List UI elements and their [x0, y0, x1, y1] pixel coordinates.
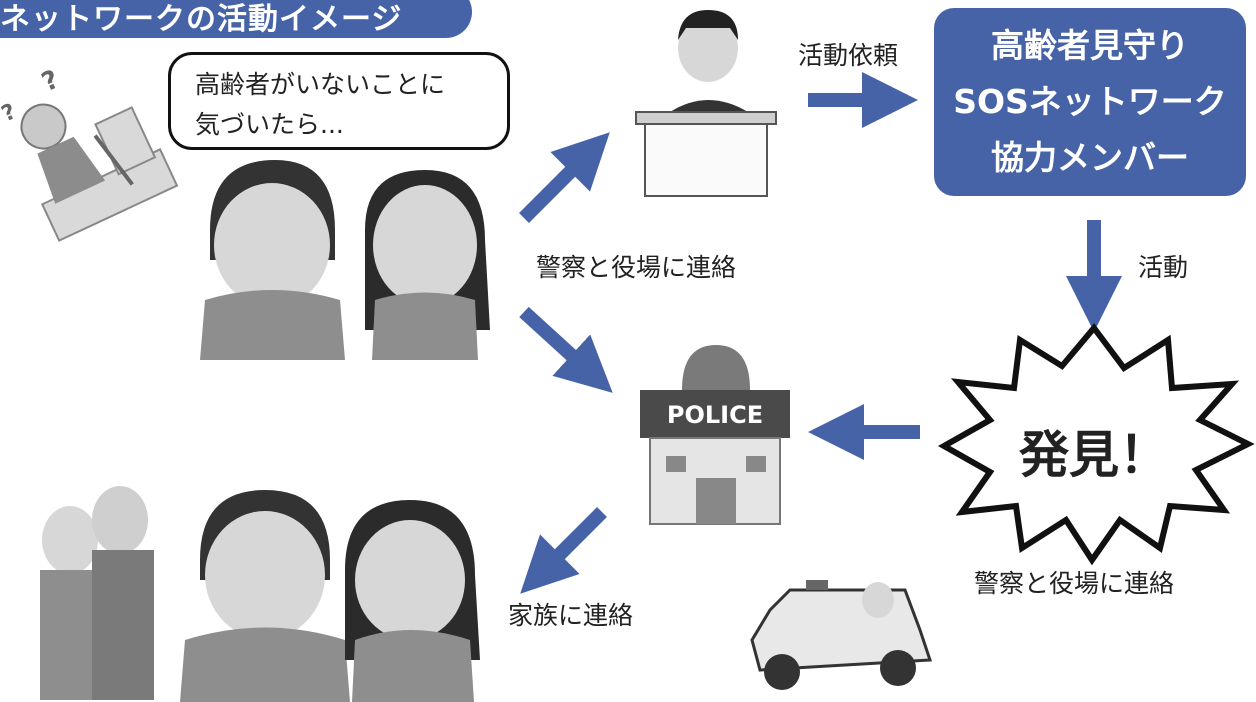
worried-couple-icon	[200, 160, 490, 360]
label-report-police-town-2: 警察と役場に連絡	[974, 569, 1175, 598]
town-official-icon	[635, 10, 777, 197]
label-contact-family: 家族に連絡	[508, 601, 634, 630]
svg-text:?: ?	[0, 99, 20, 127]
happy-family-icon	[40, 486, 480, 702]
police-station-icon: POLICE	[640, 345, 790, 525]
label-report-police-town-1: 警察と役場に連絡	[536, 253, 737, 282]
label-activity-request: 活動依頼	[798, 41, 899, 70]
arrow-to-family	[520, 507, 607, 594]
member-box-line-1: 高齢者見守り	[991, 26, 1189, 65]
speech-line-2: 気づいたら...	[195, 110, 344, 139]
lost-elderly-person-icon: ? ?	[0, 64, 179, 242]
police-sign: POLICE	[667, 401, 763, 429]
page-title: ネットワークの活動イメージ	[0, 2, 403, 37]
arrow-to-official	[519, 132, 610, 223]
found-burst-shape	[937, 323, 1255, 566]
member-box: 高齢者見守り SOSネットワーク 協力メンバー	[934, 8, 1246, 196]
member-box-line-2: SOSネットワーク	[953, 82, 1227, 121]
label-activity: 活動	[1138, 253, 1189, 282]
arrow-to-police-from-couple	[519, 306, 613, 393]
svg-text:?: ?	[37, 64, 63, 98]
police-car-icon	[750, 580, 933, 690]
found-label: 発見！	[1019, 426, 1169, 484]
speech-bubble: 高齢者がいないことに 気づいたら...	[168, 52, 510, 150]
speech-line-1: 高齢者がいないことに	[195, 70, 446, 99]
member-box-line-3: 協力メンバー	[991, 138, 1189, 177]
title-banner	[0, 0, 472, 38]
